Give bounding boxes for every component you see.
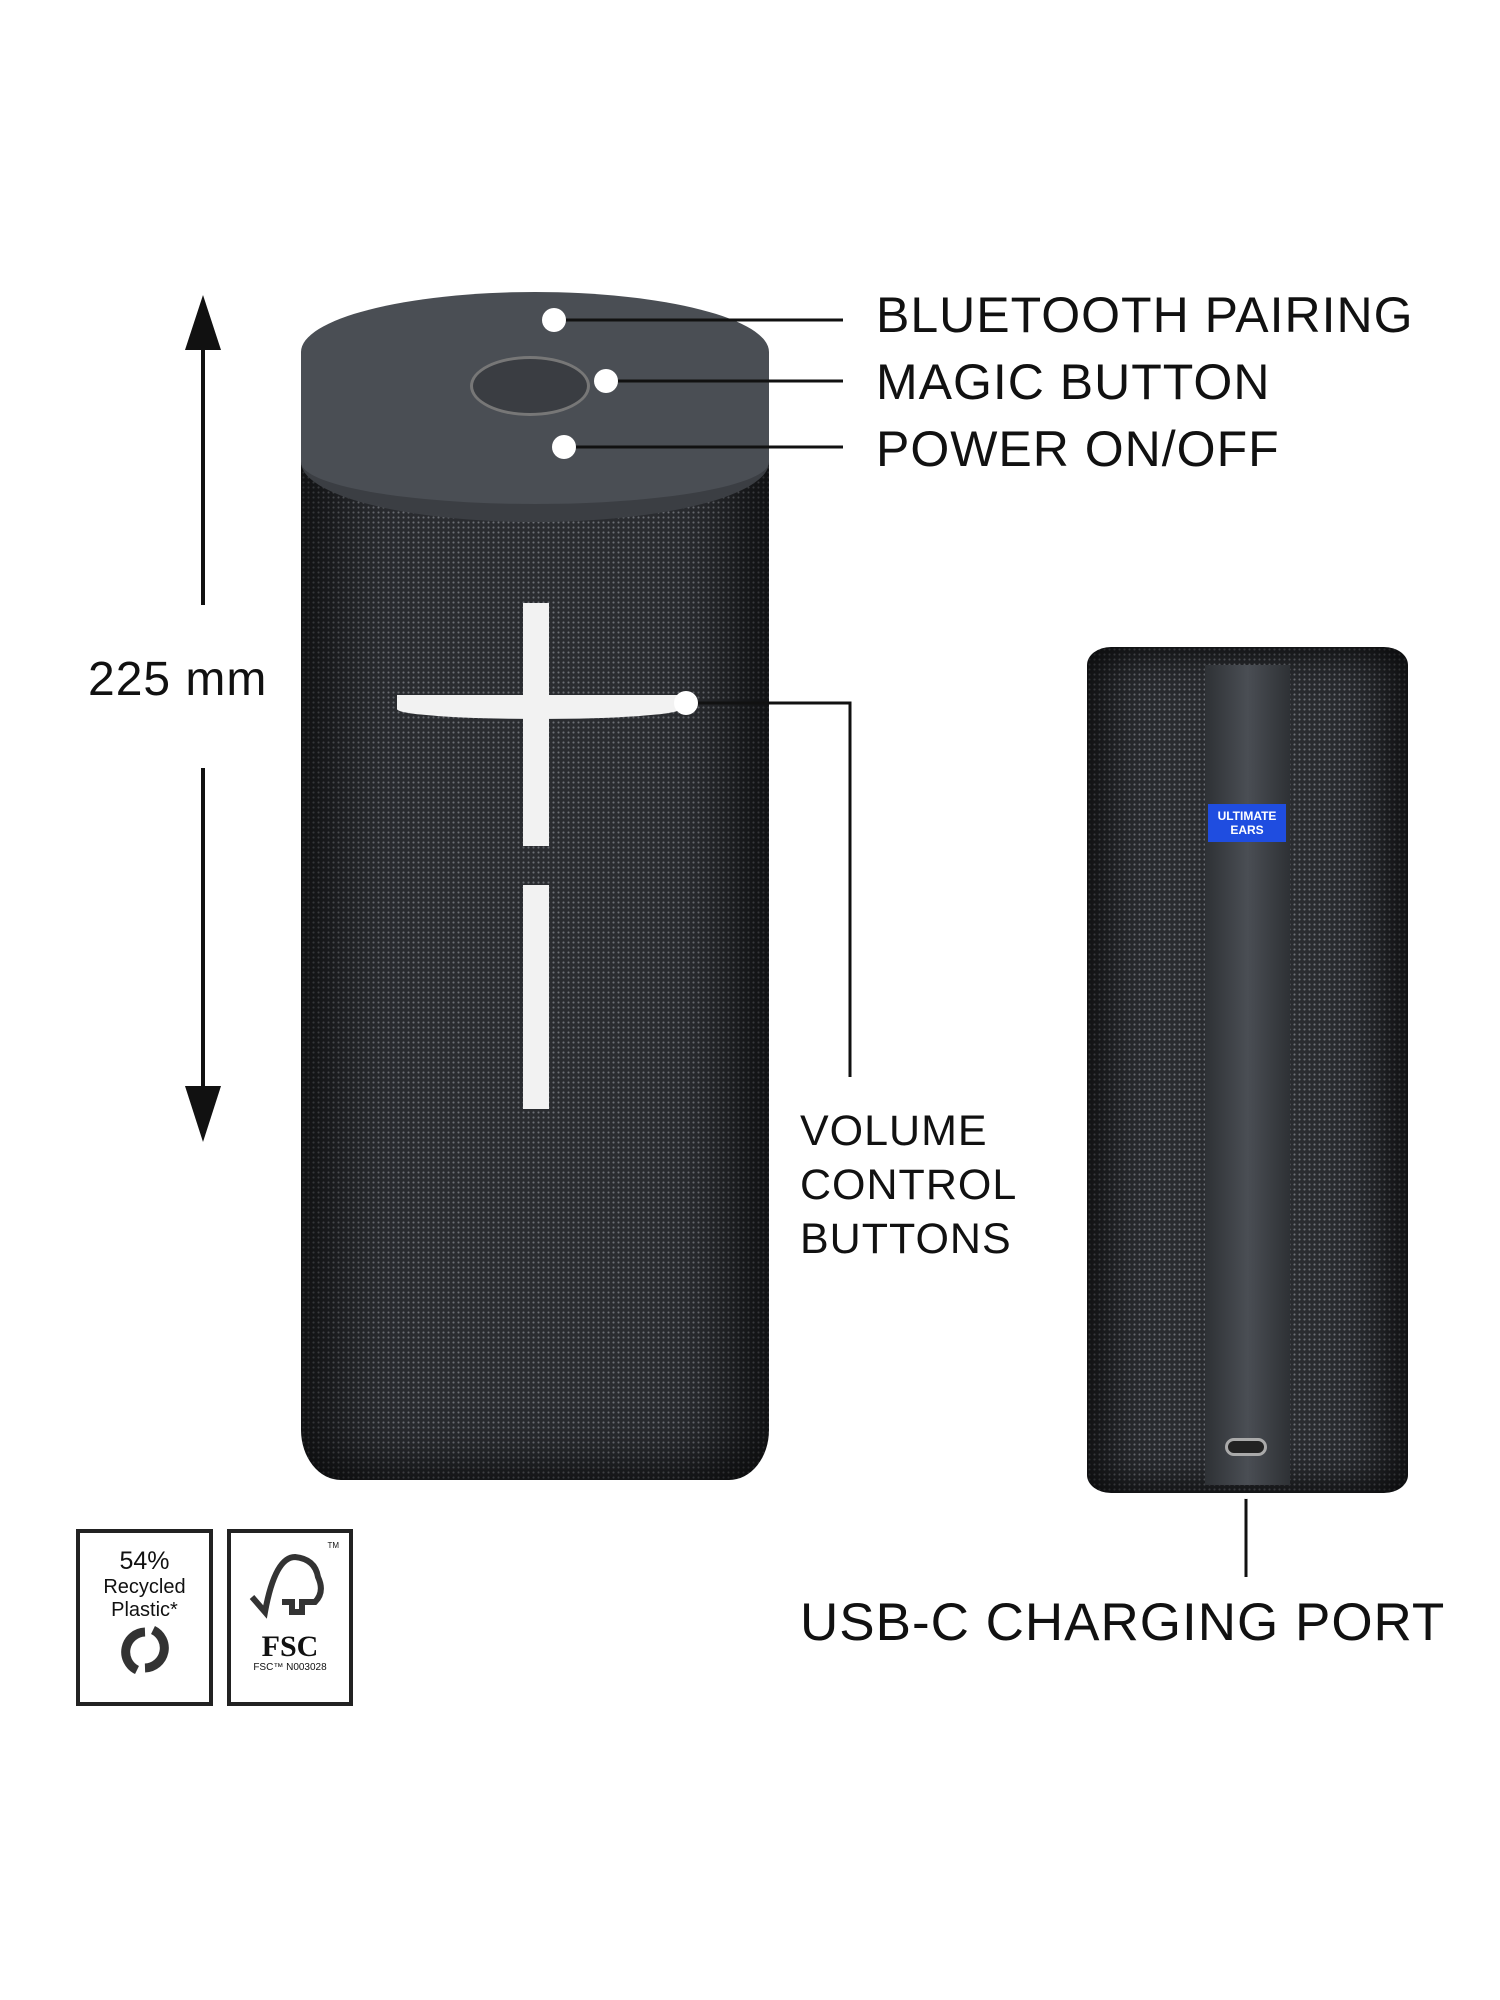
volume-label-line: VOLUME xyxy=(800,1107,988,1155)
recycle-icon xyxy=(120,1625,169,1675)
usb-c-port xyxy=(1225,1438,1267,1456)
fsc-code: FSC™ N003028 xyxy=(253,1662,327,1673)
volume-label-line: CONTROL xyxy=(800,1161,1018,1209)
volume-plus-bar xyxy=(397,695,680,719)
magic-button[interactable] xyxy=(470,356,590,416)
recycled-plastic-logo: 54% Recycled Plastic* xyxy=(76,1529,213,1706)
volume-up-button[interactable] xyxy=(523,603,549,846)
volume-down-button[interactable] xyxy=(523,885,549,1109)
height-arrow xyxy=(185,295,221,1142)
fsc-logo: TM FSC FSC™ N003028 xyxy=(227,1529,353,1706)
fsc-tm: TM xyxy=(327,1541,339,1550)
dimension-label: 225 mm xyxy=(88,653,268,706)
volume-label-line: BUTTONS xyxy=(800,1215,1012,1263)
bluetooth-pairing-label: BLUETOOTH PAIRING xyxy=(876,287,1414,343)
badge-line: EARS xyxy=(1230,823,1264,837)
usb-c-label: USB-C CHARGING PORT xyxy=(800,1593,1446,1652)
recycled-text: Plastic* xyxy=(111,1599,178,1621)
volume-label: VOLUME CONTROL BUTTONS xyxy=(800,1104,1017,1266)
recycled-text: Recycled xyxy=(103,1576,186,1598)
power-label: POWER ON/OFF xyxy=(876,421,1280,477)
brand-badge: ULTIMATE EARS xyxy=(1208,804,1286,842)
recycled-percent: 54% xyxy=(119,1547,170,1575)
carry-strap xyxy=(1205,665,1290,1485)
fsc-tree-icon xyxy=(249,1553,324,1619)
magic-button-label: MAGIC BUTTON xyxy=(876,354,1271,410)
badge-line: ULTIMATE xyxy=(1217,809,1277,823)
fsc-mark: FSC xyxy=(261,1630,319,1663)
